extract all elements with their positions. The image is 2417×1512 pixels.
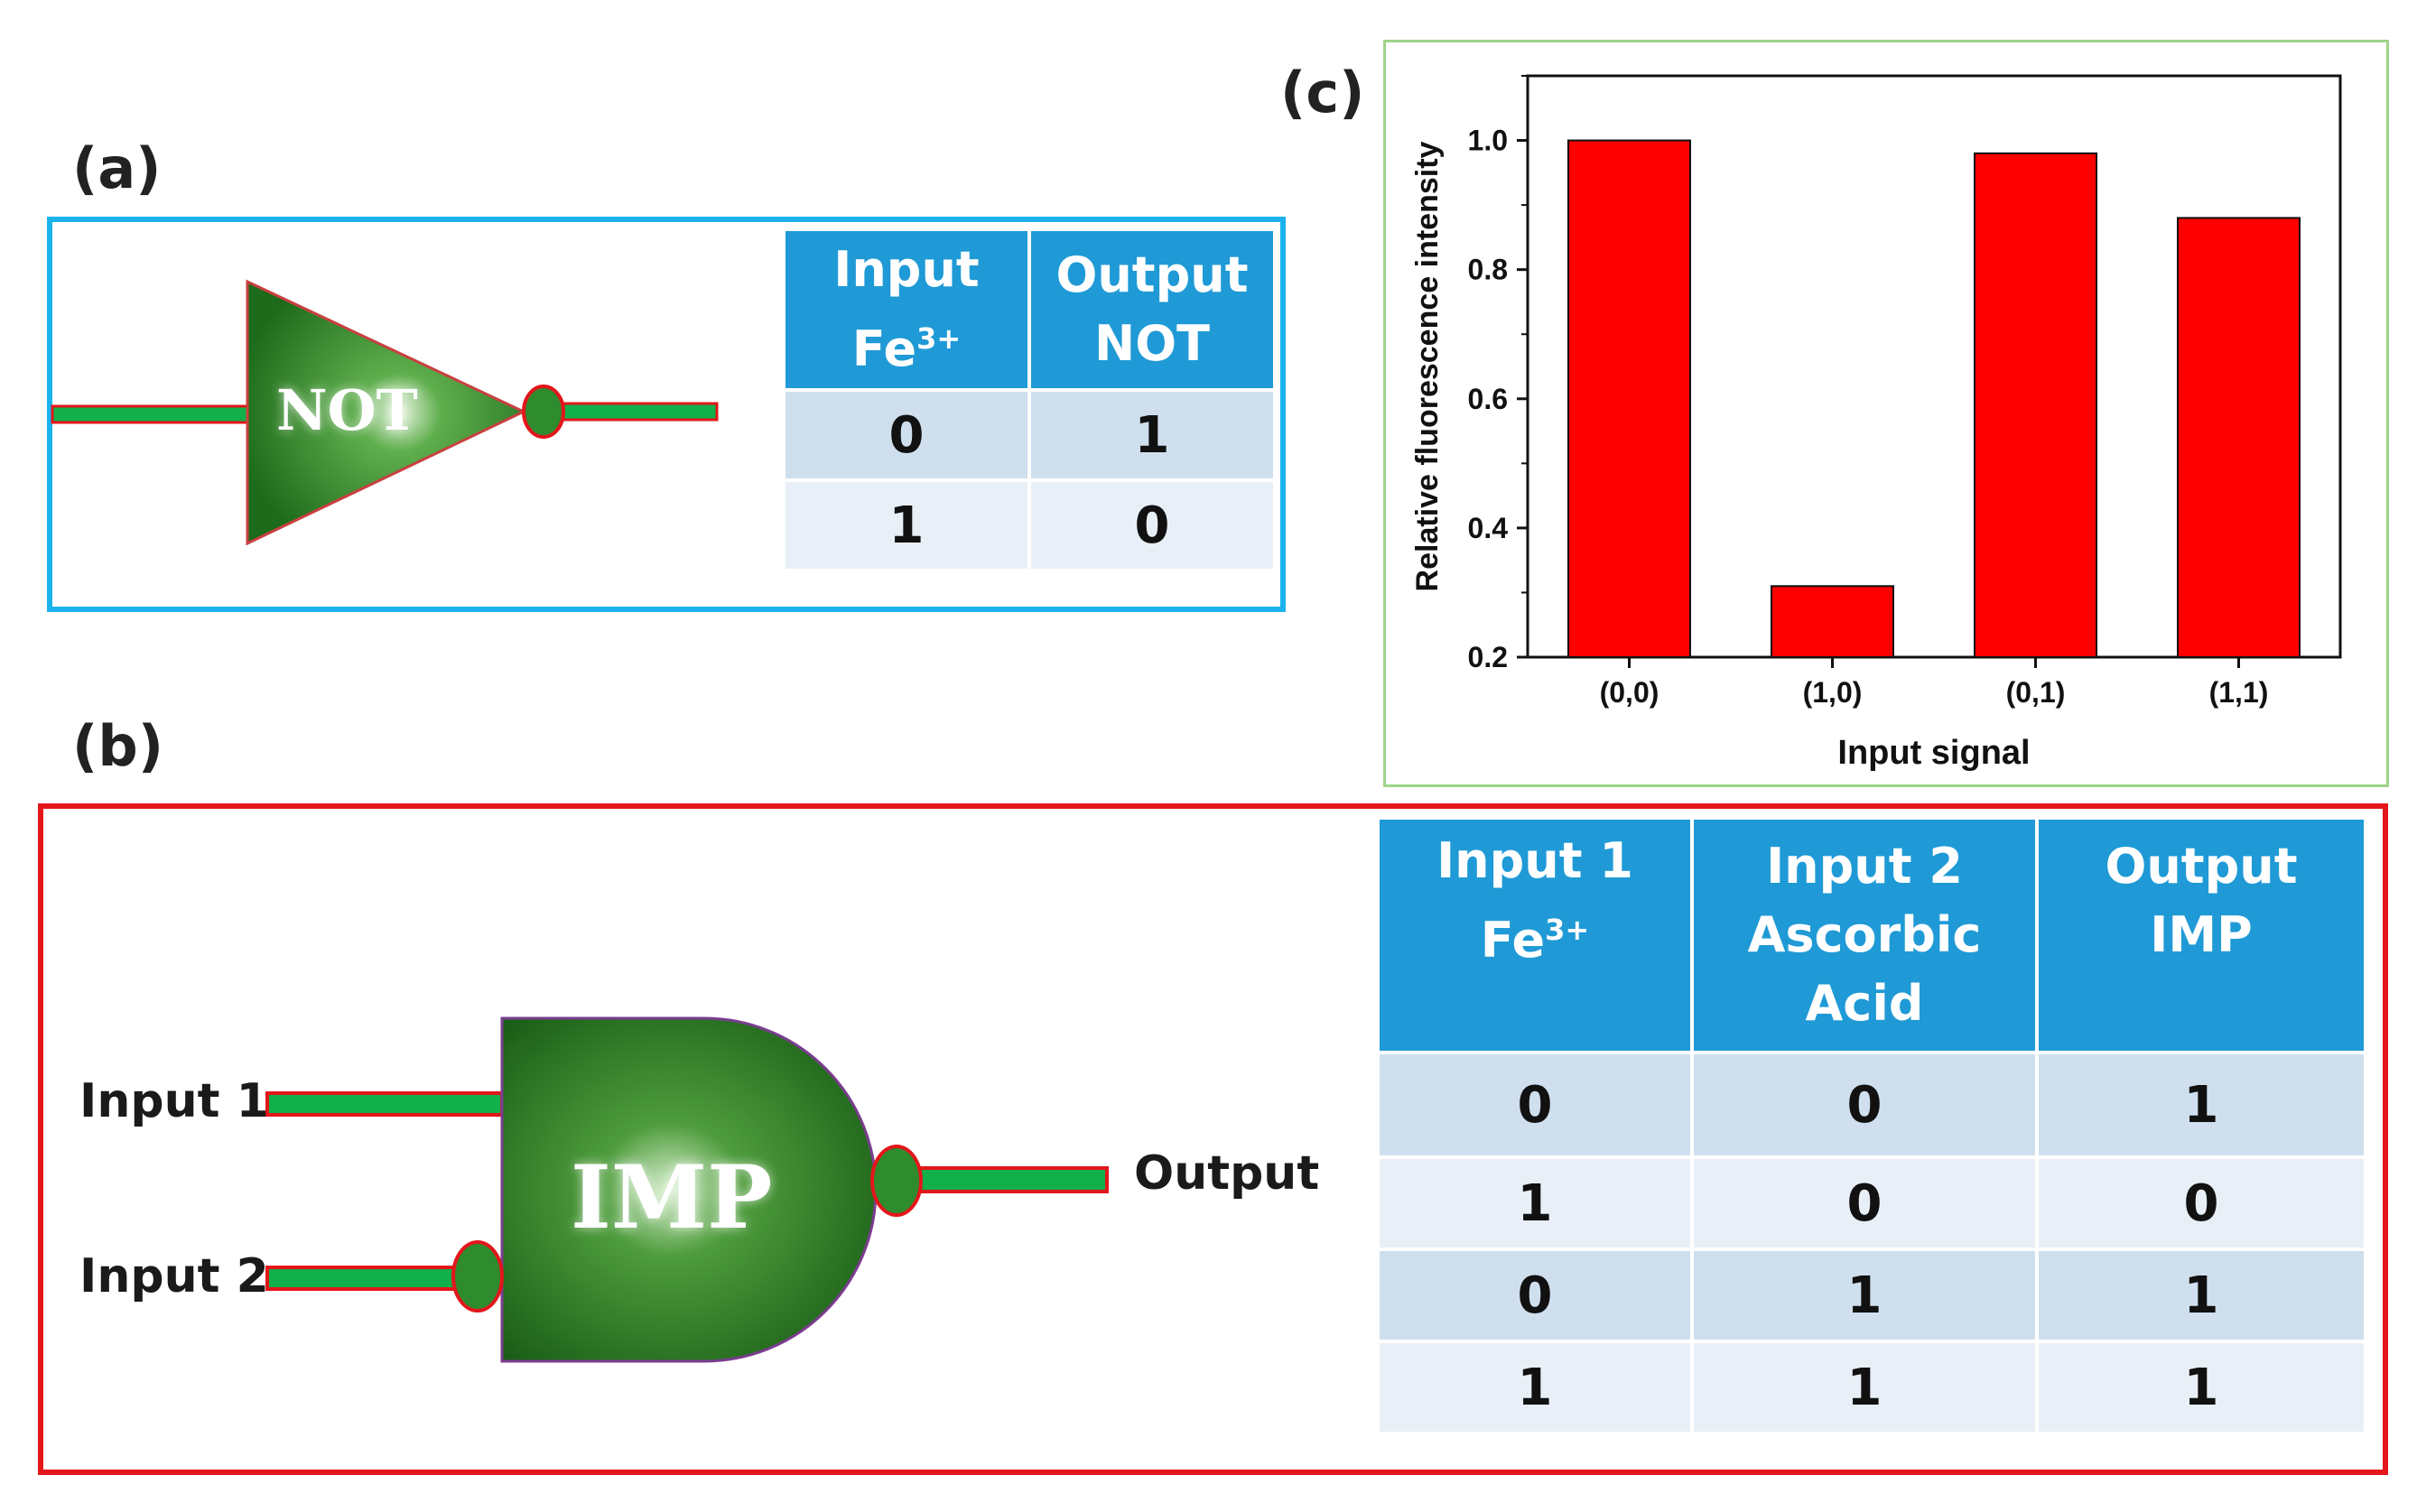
- imp-gate-label: IMP: [571, 1146, 773, 1248]
- imp-input2-label: Input 2: [79, 1249, 269, 1303]
- header-superscript: 3+: [916, 321, 962, 356]
- panel-a-frame: [47, 217, 1286, 612]
- header-line: Fe: [1480, 912, 1546, 969]
- header-superscript: 3+: [1545, 913, 1590, 947]
- not-truth-table: Input Fe3+ Output NOT 0 1 1 0: [782, 227, 1277, 572]
- panel-c-frame: [1383, 40, 2389, 787]
- table-cell: 1: [1380, 1343, 1690, 1432]
- imp-header-output: Output IMP: [2039, 820, 2364, 1051]
- table-row: 0 1 1: [1380, 1251, 2364, 1340]
- table-row: 0 0 1: [1380, 1054, 2364, 1155]
- panel-c-label: (c): [1280, 60, 1365, 125]
- table-cell: 1: [1031, 392, 1273, 478]
- not-header-input: Input Fe3+: [786, 231, 1027, 388]
- not-gate-label: NOT: [276, 377, 418, 443]
- imp-input1-label: Input 1: [79, 1074, 269, 1128]
- header-line: Acid: [1805, 975, 1924, 1032]
- table-cell: 1: [2039, 1251, 2364, 1340]
- imp-header-input1: Input 1 Fe3+: [1380, 820, 1690, 1051]
- header-line: Input 1: [1436, 832, 1633, 889]
- table-cell: 0: [2039, 1159, 2364, 1248]
- header-line: NOT: [1094, 315, 1210, 372]
- table-row: 1 0: [786, 482, 1273, 569]
- not-header-output: Output NOT: [1031, 231, 1273, 388]
- table-row: 0 1: [786, 392, 1273, 478]
- table-cell: 0: [786, 392, 1027, 478]
- table-cell: 1: [2039, 1054, 2364, 1155]
- table-cell: 1: [786, 482, 1027, 569]
- table-cell: 0: [1031, 482, 1273, 569]
- table-cell: 1: [1694, 1251, 2035, 1340]
- header-line: Ascorbic: [1747, 906, 1982, 963]
- table-row: 1 1 1: [1380, 1343, 2364, 1432]
- header-line: Output: [1055, 246, 1249, 303]
- table-header-row: Input Fe3+ Output NOT: [786, 231, 1273, 388]
- table-header-row: Input 1 Fe3+ Input 2 Ascorbic Acid Outpu…: [1380, 820, 2364, 1051]
- header-line: Input: [833, 241, 980, 298]
- imp-header-input2: Input 2 Ascorbic Acid: [1694, 820, 2035, 1051]
- header-line: Output: [2105, 838, 2298, 895]
- header-line: Fe: [851, 320, 917, 377]
- table-cell: 1: [1380, 1159, 1690, 1248]
- header-line: Input 2: [1766, 838, 1963, 895]
- panel-b-label: (b): [72, 713, 164, 779]
- table-cell: 0: [1380, 1054, 1690, 1155]
- table-cell: 1: [1694, 1343, 2035, 1432]
- table-row: 1 0 0: [1380, 1159, 2364, 1248]
- panel-a-label: (a): [72, 135, 162, 201]
- table-cell: 0: [1694, 1159, 2035, 1248]
- table-cell: 0: [1380, 1251, 1690, 1340]
- header-line: IMP: [2150, 906, 2253, 963]
- imp-output-label: Output: [1134, 1146, 1320, 1201]
- imp-truth-table: Input 1 Fe3+ Input 2 Ascorbic Acid Outpu…: [1376, 816, 2367, 1435]
- panel-b-frame: [38, 803, 2388, 1475]
- table-cell: 1: [2039, 1343, 2364, 1432]
- table-cell: 0: [1694, 1054, 2035, 1155]
